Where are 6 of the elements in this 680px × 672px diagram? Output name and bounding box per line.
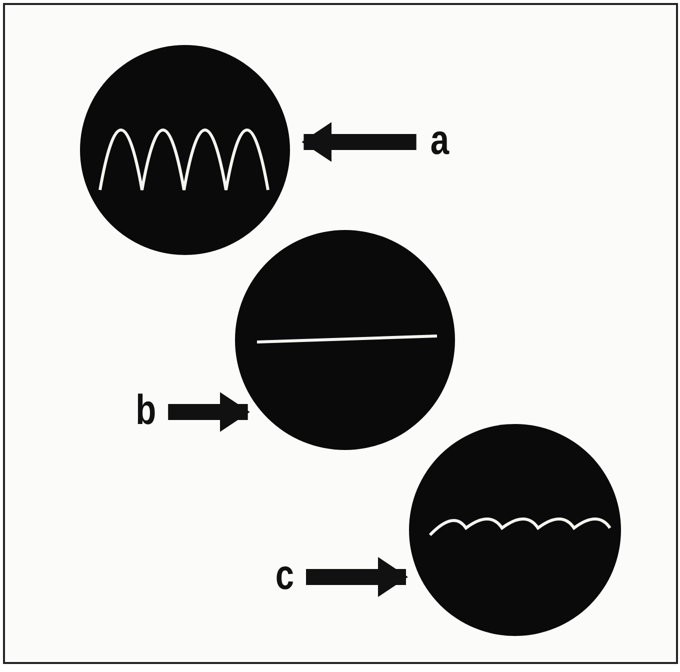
letter-label: a bbox=[430, 118, 450, 162]
letter-label: b bbox=[136, 388, 156, 432]
block-arrow bbox=[302, 122, 416, 162]
block-arrow bbox=[168, 392, 250, 432]
letter-label: c bbox=[275, 553, 294, 597]
block-arrow bbox=[306, 557, 408, 597]
